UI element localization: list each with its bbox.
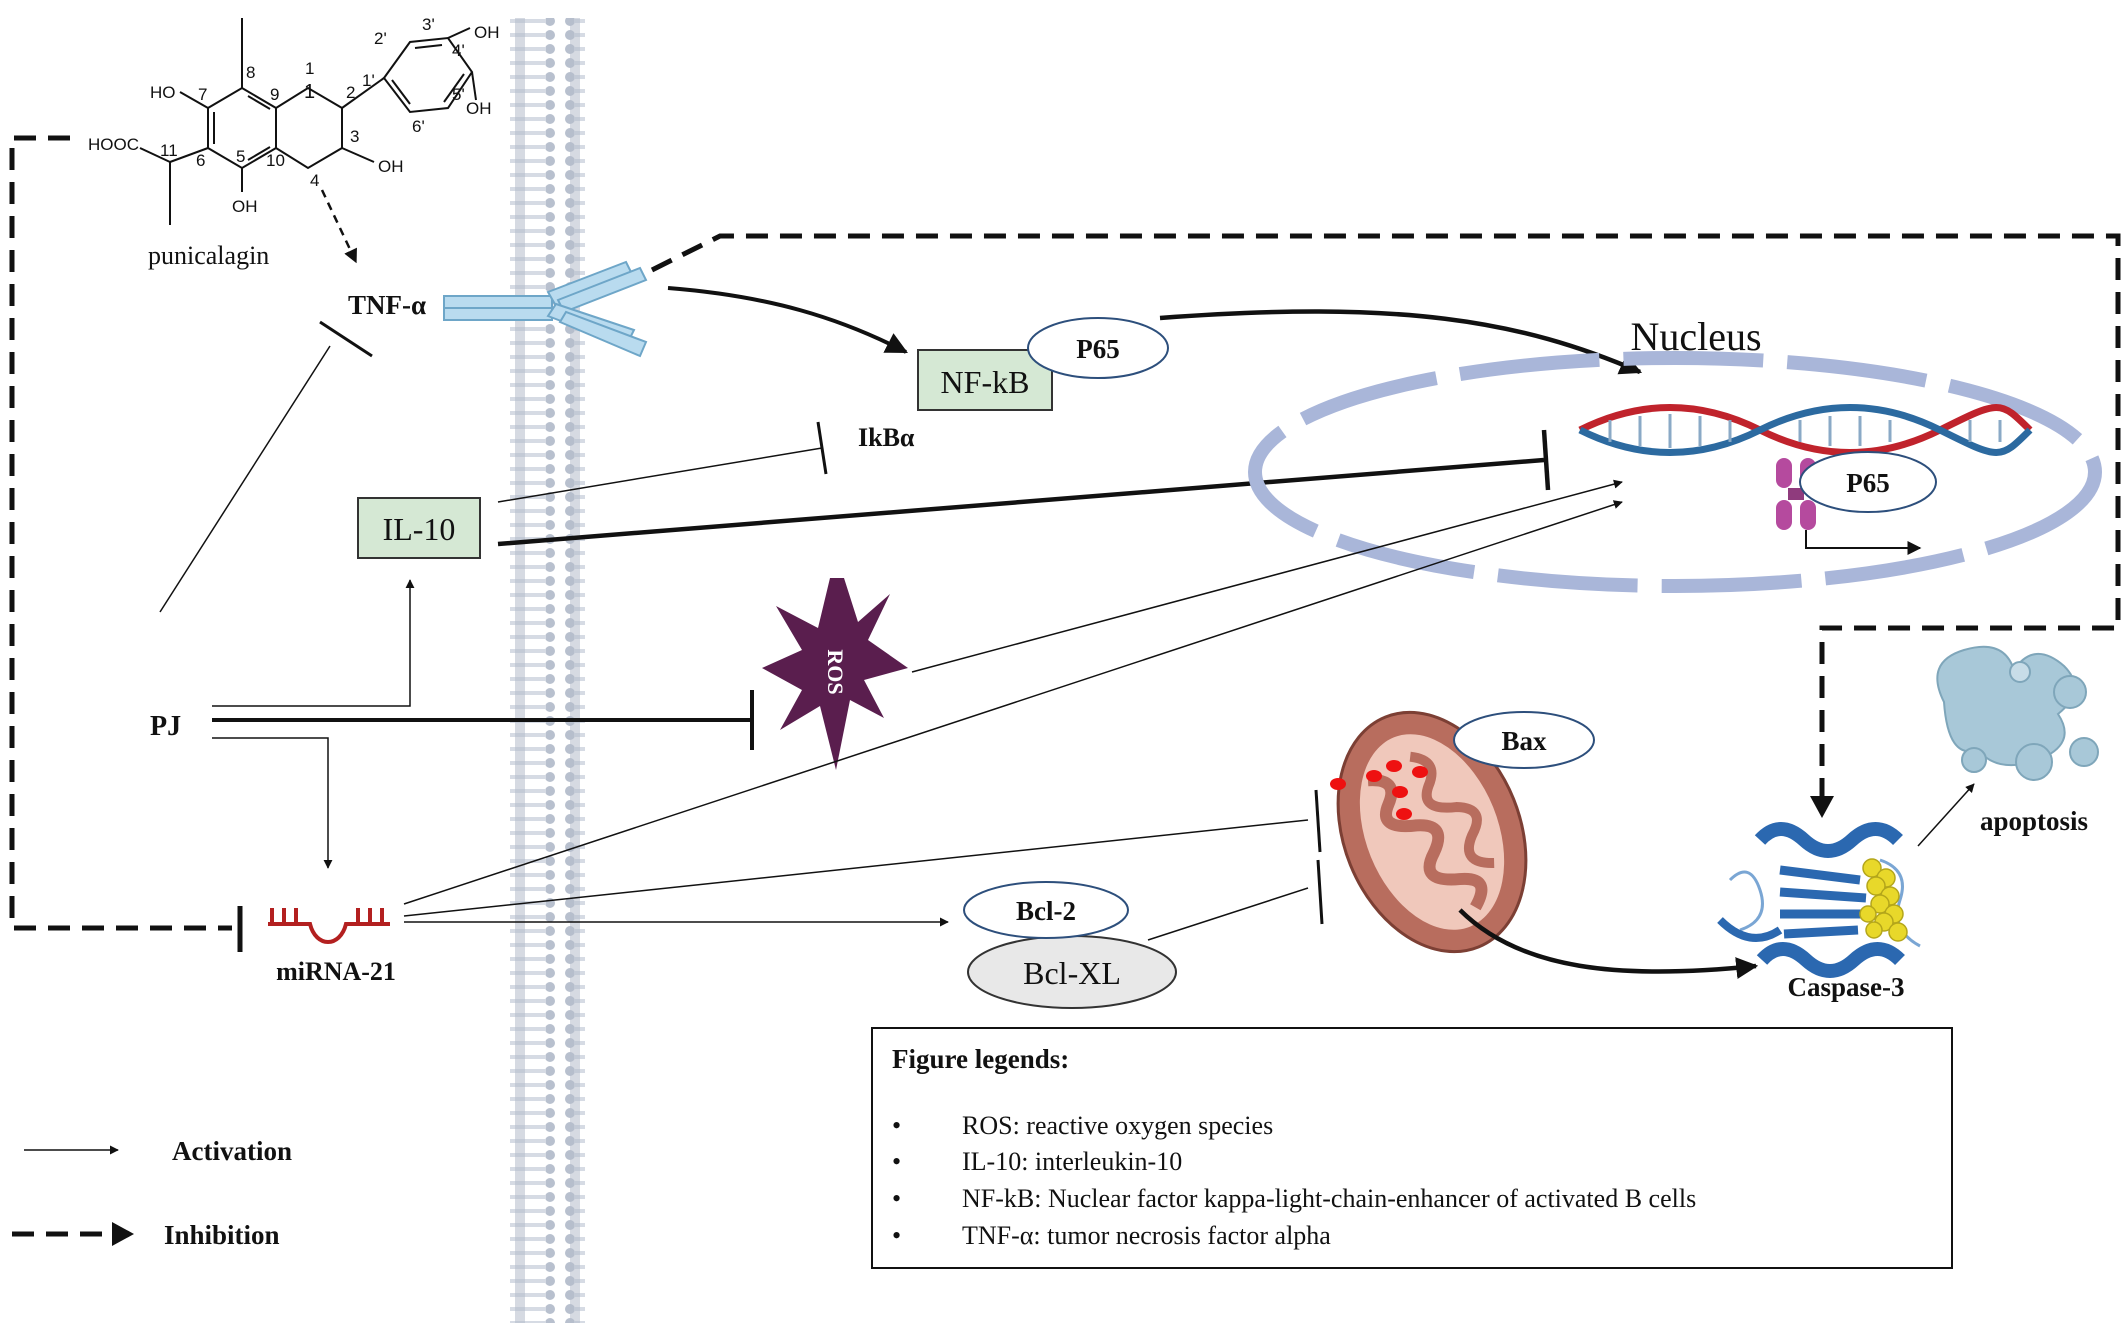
svg-text:OH: OH bbox=[466, 99, 492, 118]
svg-text:OH: OH bbox=[232, 197, 258, 216]
legend-item: TNF-α: tumor necrosis factor alpha bbox=[962, 1221, 1331, 1250]
transcription-arrow bbox=[1805, 530, 1922, 555]
mitochondrion bbox=[1336, 710, 1528, 954]
bcl2-label: Bcl-2 bbox=[1016, 896, 1076, 926]
receptor-to-nfkb bbox=[667, 286, 908, 354]
svg-text:HOOC: HOOC bbox=[88, 135, 139, 154]
ros-star bbox=[762, 578, 908, 770]
svg-text:5': 5' bbox=[452, 85, 465, 104]
p65-nuclear-label: P65 bbox=[1846, 468, 1890, 498]
inhibition-loop-left bbox=[9, 135, 232, 931]
inhibition-loop-right bbox=[650, 233, 2121, 796]
svg-text:4: 4 bbox=[310, 171, 319, 190]
ikba-inhibition-bar bbox=[816, 421, 828, 475]
caspase-label: Caspase-3 bbox=[1787, 972, 1904, 1002]
key-inhibition-arrowhead bbox=[112, 1222, 134, 1246]
mirna-label: miRNA-21 bbox=[276, 957, 396, 986]
svg-text:•: • bbox=[892, 1184, 901, 1213]
svg-text:2': 2' bbox=[374, 29, 387, 48]
ikba-label: IkBα bbox=[858, 423, 915, 452]
il10-label: IL-10 bbox=[383, 511, 456, 547]
bax-label: Bax bbox=[1501, 726, 1547, 756]
legend-item: NF-kB: Nuclear factor kappa-light-chain-… bbox=[962, 1184, 1696, 1213]
mito-inhibition-bar-2 bbox=[1316, 859, 1324, 925]
svg-text:3': 3' bbox=[422, 15, 435, 34]
legend-item: IL-10: interleukin-10 bbox=[962, 1147, 1182, 1176]
apoptosis-label: apoptosis bbox=[1980, 806, 2088, 836]
svg-text:4': 4' bbox=[452, 41, 465, 60]
punicalagin-label: punicalagin bbox=[148, 241, 269, 270]
il10-box bbox=[357, 497, 481, 559]
bclxl-label: Bcl-XL bbox=[1023, 955, 1121, 991]
svg-text:11: 11 bbox=[160, 141, 178, 160]
caspase-3-structure bbox=[1717, 822, 1921, 978]
il10-inhibits-nucleus bbox=[497, 457, 1545, 547]
svg-text:3: 3 bbox=[350, 127, 359, 146]
p65-cyto-label: P65 bbox=[1076, 334, 1120, 364]
svg-text:6': 6' bbox=[412, 117, 425, 136]
ros-to-nucleus bbox=[911, 479, 1623, 673]
dna-helix bbox=[1578, 404, 2033, 456]
svg-text:6: 6 bbox=[196, 151, 205, 170]
key-inhibition-label: Inhibition bbox=[164, 1220, 280, 1250]
nfkb-box bbox=[917, 349, 1053, 411]
mito-to-caspase bbox=[1458, 908, 1759, 979]
nucleus bbox=[1248, 351, 2102, 593]
pj-label: PJ bbox=[150, 711, 181, 742]
apoptotic-cell bbox=[1936, 645, 2099, 781]
ros-label: ROS bbox=[823, 649, 848, 694]
punicalagin-atom-labels: 1 2 3 4 5 6 7 8 9 10 11 1' 2' 3' 4' 5' 6… bbox=[88, 15, 500, 216]
svg-text:10: 10 bbox=[266, 151, 285, 170]
svg-text:•: • bbox=[892, 1221, 901, 1250]
pj-to-il10 bbox=[212, 579, 415, 707]
nucleus-inhibition-bar bbox=[1541, 429, 1551, 491]
punicalagin-to-tnf bbox=[320, 189, 358, 264]
figure-legend-box bbox=[871, 1027, 1953, 1269]
svg-text:•: • bbox=[892, 1147, 901, 1176]
cell-membrane bbox=[510, 18, 585, 1323]
svg-text:HO: HO bbox=[150, 83, 176, 102]
svg-text:1: 1 bbox=[304, 81, 315, 103]
il10-inhibits-ikba bbox=[497, 447, 823, 503]
mirna-21-shape bbox=[268, 908, 390, 944]
key-activation-label: Activation bbox=[172, 1136, 292, 1166]
svg-text:OH: OH bbox=[378, 157, 404, 176]
tnf-label: TNF-α bbox=[348, 290, 426, 320]
p65-nuclear-ellipse bbox=[1799, 451, 1937, 513]
svg-text:9: 9 bbox=[270, 85, 279, 104]
tnf-inhibition-bar bbox=[319, 320, 373, 358]
figure-legend-items: • ROS: reactive oxygen species • IL-10: … bbox=[892, 1111, 1696, 1250]
mirna-inhibits-mito bbox=[403, 819, 1309, 917]
svg-text:2: 2 bbox=[346, 83, 355, 102]
nucleus-label: Nucleus bbox=[1630, 314, 1761, 359]
mirna-to-nucleus bbox=[403, 500, 1623, 905]
mito-inhibition-bar-1 bbox=[1314, 789, 1322, 853]
svg-text:1: 1 bbox=[305, 59, 314, 78]
pj-to-mirna bbox=[212, 737, 333, 869]
p65-cyto-ellipse bbox=[1027, 317, 1169, 379]
nfkb-to-nucleus bbox=[1159, 309, 1643, 375]
caspase-to-apoptosis bbox=[1917, 783, 1975, 847]
bcl-inhibits-mito bbox=[1147, 887, 1309, 941]
nfkb-label: NF-kB bbox=[941, 364, 1030, 400]
svg-text:7: 7 bbox=[198, 85, 207, 104]
legend-item: ROS: reactive oxygen species bbox=[962, 1111, 1273, 1140]
svg-text:8: 8 bbox=[246, 63, 255, 82]
bcl2-ellipse bbox=[963, 881, 1129, 939]
cytochrome-dots bbox=[1330, 760, 1428, 820]
punicalagin-structure bbox=[139, 18, 477, 225]
svg-text:1': 1' bbox=[362, 71, 375, 90]
bax-ellipse bbox=[1453, 711, 1595, 769]
svg-text:•: • bbox=[892, 1111, 901, 1140]
figure-legend-title: Figure legends: bbox=[892, 1044, 1069, 1074]
svg-text:OH: OH bbox=[474, 23, 500, 42]
pj-inhibits-tnf bbox=[159, 345, 331, 613]
svg-text:5: 5 bbox=[236, 147, 245, 166]
tnf-receptor bbox=[443, 260, 648, 358]
